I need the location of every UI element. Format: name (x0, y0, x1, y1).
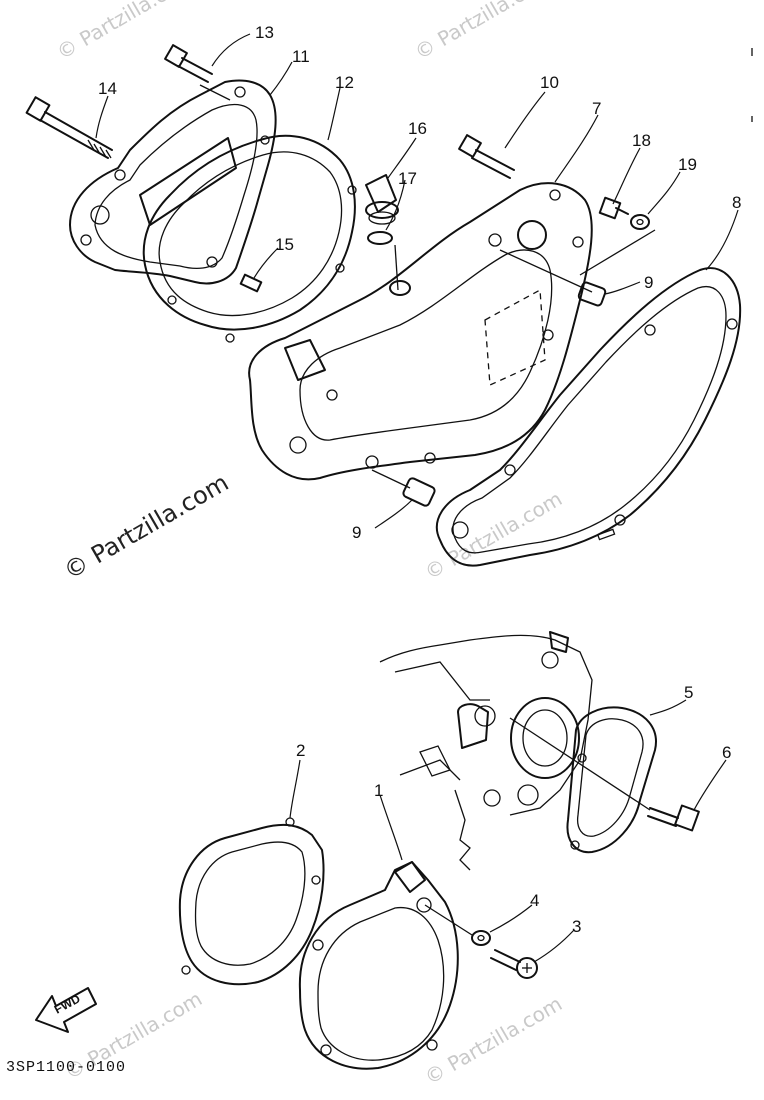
callout-18: 18 (632, 131, 651, 150)
callout-11: 11 (292, 47, 310, 66)
fwd-label: FWD (52, 991, 83, 1016)
watermark: © Partzilla.com (59, 468, 233, 585)
callout-12: 12 (335, 73, 354, 92)
callout-16: 16 (408, 119, 427, 138)
upper-leader-lines (199, 84, 656, 489)
callout-3: 3 (572, 917, 581, 936)
part-19-washer (630, 214, 650, 230)
lower-callout-leaders (289, 699, 727, 963)
upper-callouts: 13 11 12 14 16 17 15 10 7 18 19 8 9 9 (98, 23, 741, 542)
callout-10: 10 (540, 73, 559, 92)
watermark: © Partzilla.com (53, 0, 199, 64)
part-13-bolt (164, 44, 213, 83)
part-10-bolt (458, 134, 515, 179)
part-1-crankcase-cover (298, 861, 459, 1070)
part-11-clutch-cover (69, 79, 277, 285)
diagram-code: 3SP1100-0100 (6, 1059, 126, 1076)
part-16-oil-filler-plug (365, 174, 399, 225)
callout-7: 7 (592, 99, 601, 118)
part-6-bolt (509, 717, 700, 832)
callout-5: 5 (684, 683, 693, 702)
callout-leaders (95, 33, 739, 529)
part-2-gasket (178, 817, 325, 986)
part-5-cover (566, 706, 657, 854)
part-4-washer (424, 904, 491, 946)
part-17-o-ring (367, 231, 393, 245)
callout-13: 13 (255, 23, 274, 42)
callout-4: 4 (530, 891, 539, 910)
callout-2: 2 (296, 741, 305, 760)
lower-callouts: 5 6 2 1 4 3 (296, 683, 731, 936)
fwd-direction-arrow: FWD (35, 987, 97, 1033)
part-18-bolt (598, 196, 629, 220)
callout-8: 8 (732, 193, 741, 212)
callout-1: 1 (374, 781, 383, 800)
callout-14: 14 (98, 79, 117, 98)
callout-19: 19 (678, 155, 697, 174)
watermarks: © Partzilla.com © Partzilla.com © Partzi… (53, 0, 567, 1089)
watermark: © Partzilla.com (421, 486, 567, 584)
callout-9-upper: 9 (644, 273, 653, 292)
callout-17: 17 (398, 169, 417, 188)
part-15-dowel-pin (239, 273, 263, 293)
watermark: © Partzilla.com (421, 991, 567, 1089)
part-14-bolt (25, 96, 113, 159)
part-12-gasket (142, 134, 357, 343)
callout-15: 15 (275, 235, 294, 254)
part-9-dowel-upper (577, 281, 607, 307)
engine-case-outline (379, 631, 593, 871)
part-8-crankcase-gasket (435, 267, 742, 567)
callout-9-lower: 9 (352, 523, 361, 542)
part-7-crankcase-cover (248, 182, 593, 481)
part-3-bolt (490, 949, 538, 979)
watermark: © Partzilla.com (411, 0, 557, 64)
part-9-dowel-lower (402, 477, 436, 507)
callout-6: 6 (722, 743, 731, 762)
